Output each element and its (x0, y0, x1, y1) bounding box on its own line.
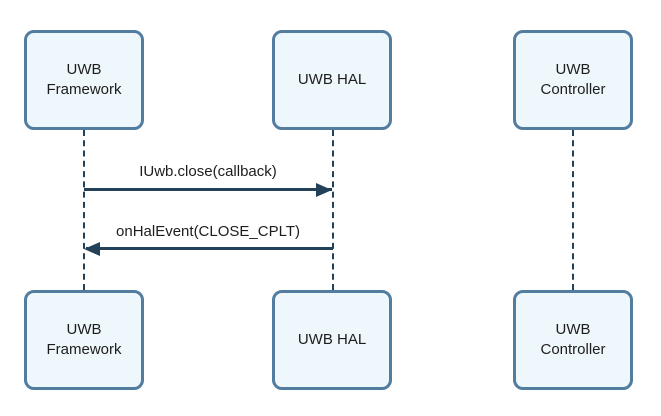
actor-label: UWB Controller (540, 60, 606, 98)
message-label-iuwb-close: IUwb.close(callback) (139, 163, 277, 180)
message-line-onhalevent (86, 247, 333, 250)
arrowhead-right-icon (316, 183, 332, 197)
actor-label: UWB Framework (46, 60, 122, 98)
arrowhead-left-icon (84, 242, 100, 256)
actor-label: UWB Controller (540, 320, 606, 358)
lifeline-uwb-hal (332, 130, 334, 290)
actor-box-uwb-controller-top: UWB Controller (513, 30, 633, 130)
actor-box-uwb-framework-bottom: UWB Framework (24, 290, 144, 390)
lifeline-uwb-controller (572, 130, 574, 290)
message-label-onhalevent: onHalEvent(CLOSE_CPLT) (116, 223, 300, 240)
actor-label: UWB Framework (46, 320, 122, 358)
actor-box-uwb-controller-bottom: UWB Controller (513, 290, 633, 390)
lifeline-uwb-framework (83, 130, 85, 290)
actor-box-uwb-framework-top: UWB Framework (24, 30, 144, 130)
actor-label: UWB HAL (297, 70, 367, 88)
actor-label: UWB HAL (297, 330, 367, 348)
actor-box-uwb-hal-bottom: UWB HAL (272, 290, 392, 390)
actor-box-uwb-hal-top: UWB HAL (272, 30, 392, 130)
message-line-iuwb-close (84, 188, 332, 191)
